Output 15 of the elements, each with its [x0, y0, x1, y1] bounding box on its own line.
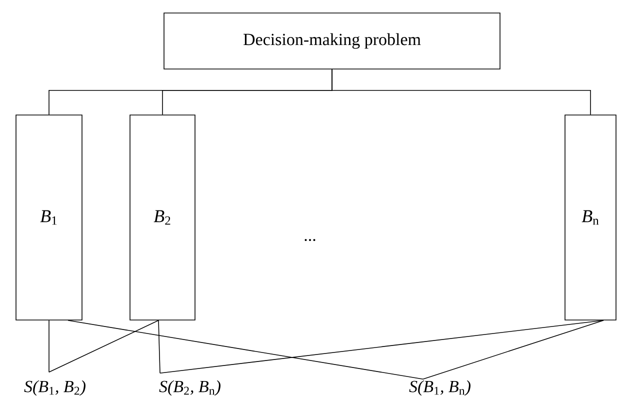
similarity-label: S(B$_{1}$, B$_{n}$)	[409, 380, 470, 396]
similarity-label: S(B$_{2}$, B$_{n}$)	[159, 380, 220, 396]
connector-line	[68, 320, 424, 380]
connector-line	[160, 320, 604, 374]
ellipsis: ...	[304, 239, 316, 241]
connector-line	[158, 320, 160, 374]
connector-line	[332, 69, 591, 115]
criterion-box: B$_{1}$	[16, 114, 82, 320]
criterion-box: B$_{n}$	[564, 114, 616, 320]
criterion-box: B$_{2}$	[130, 114, 196, 320]
connector-line	[48, 320, 50, 372]
similarity-label: S(B$_{1}$, B$_{2}$)	[24, 380, 86, 396]
connector-line	[422, 320, 604, 380]
problem-box: Decision-making problem	[164, 12, 500, 70]
connector-line	[48, 320, 159, 372]
